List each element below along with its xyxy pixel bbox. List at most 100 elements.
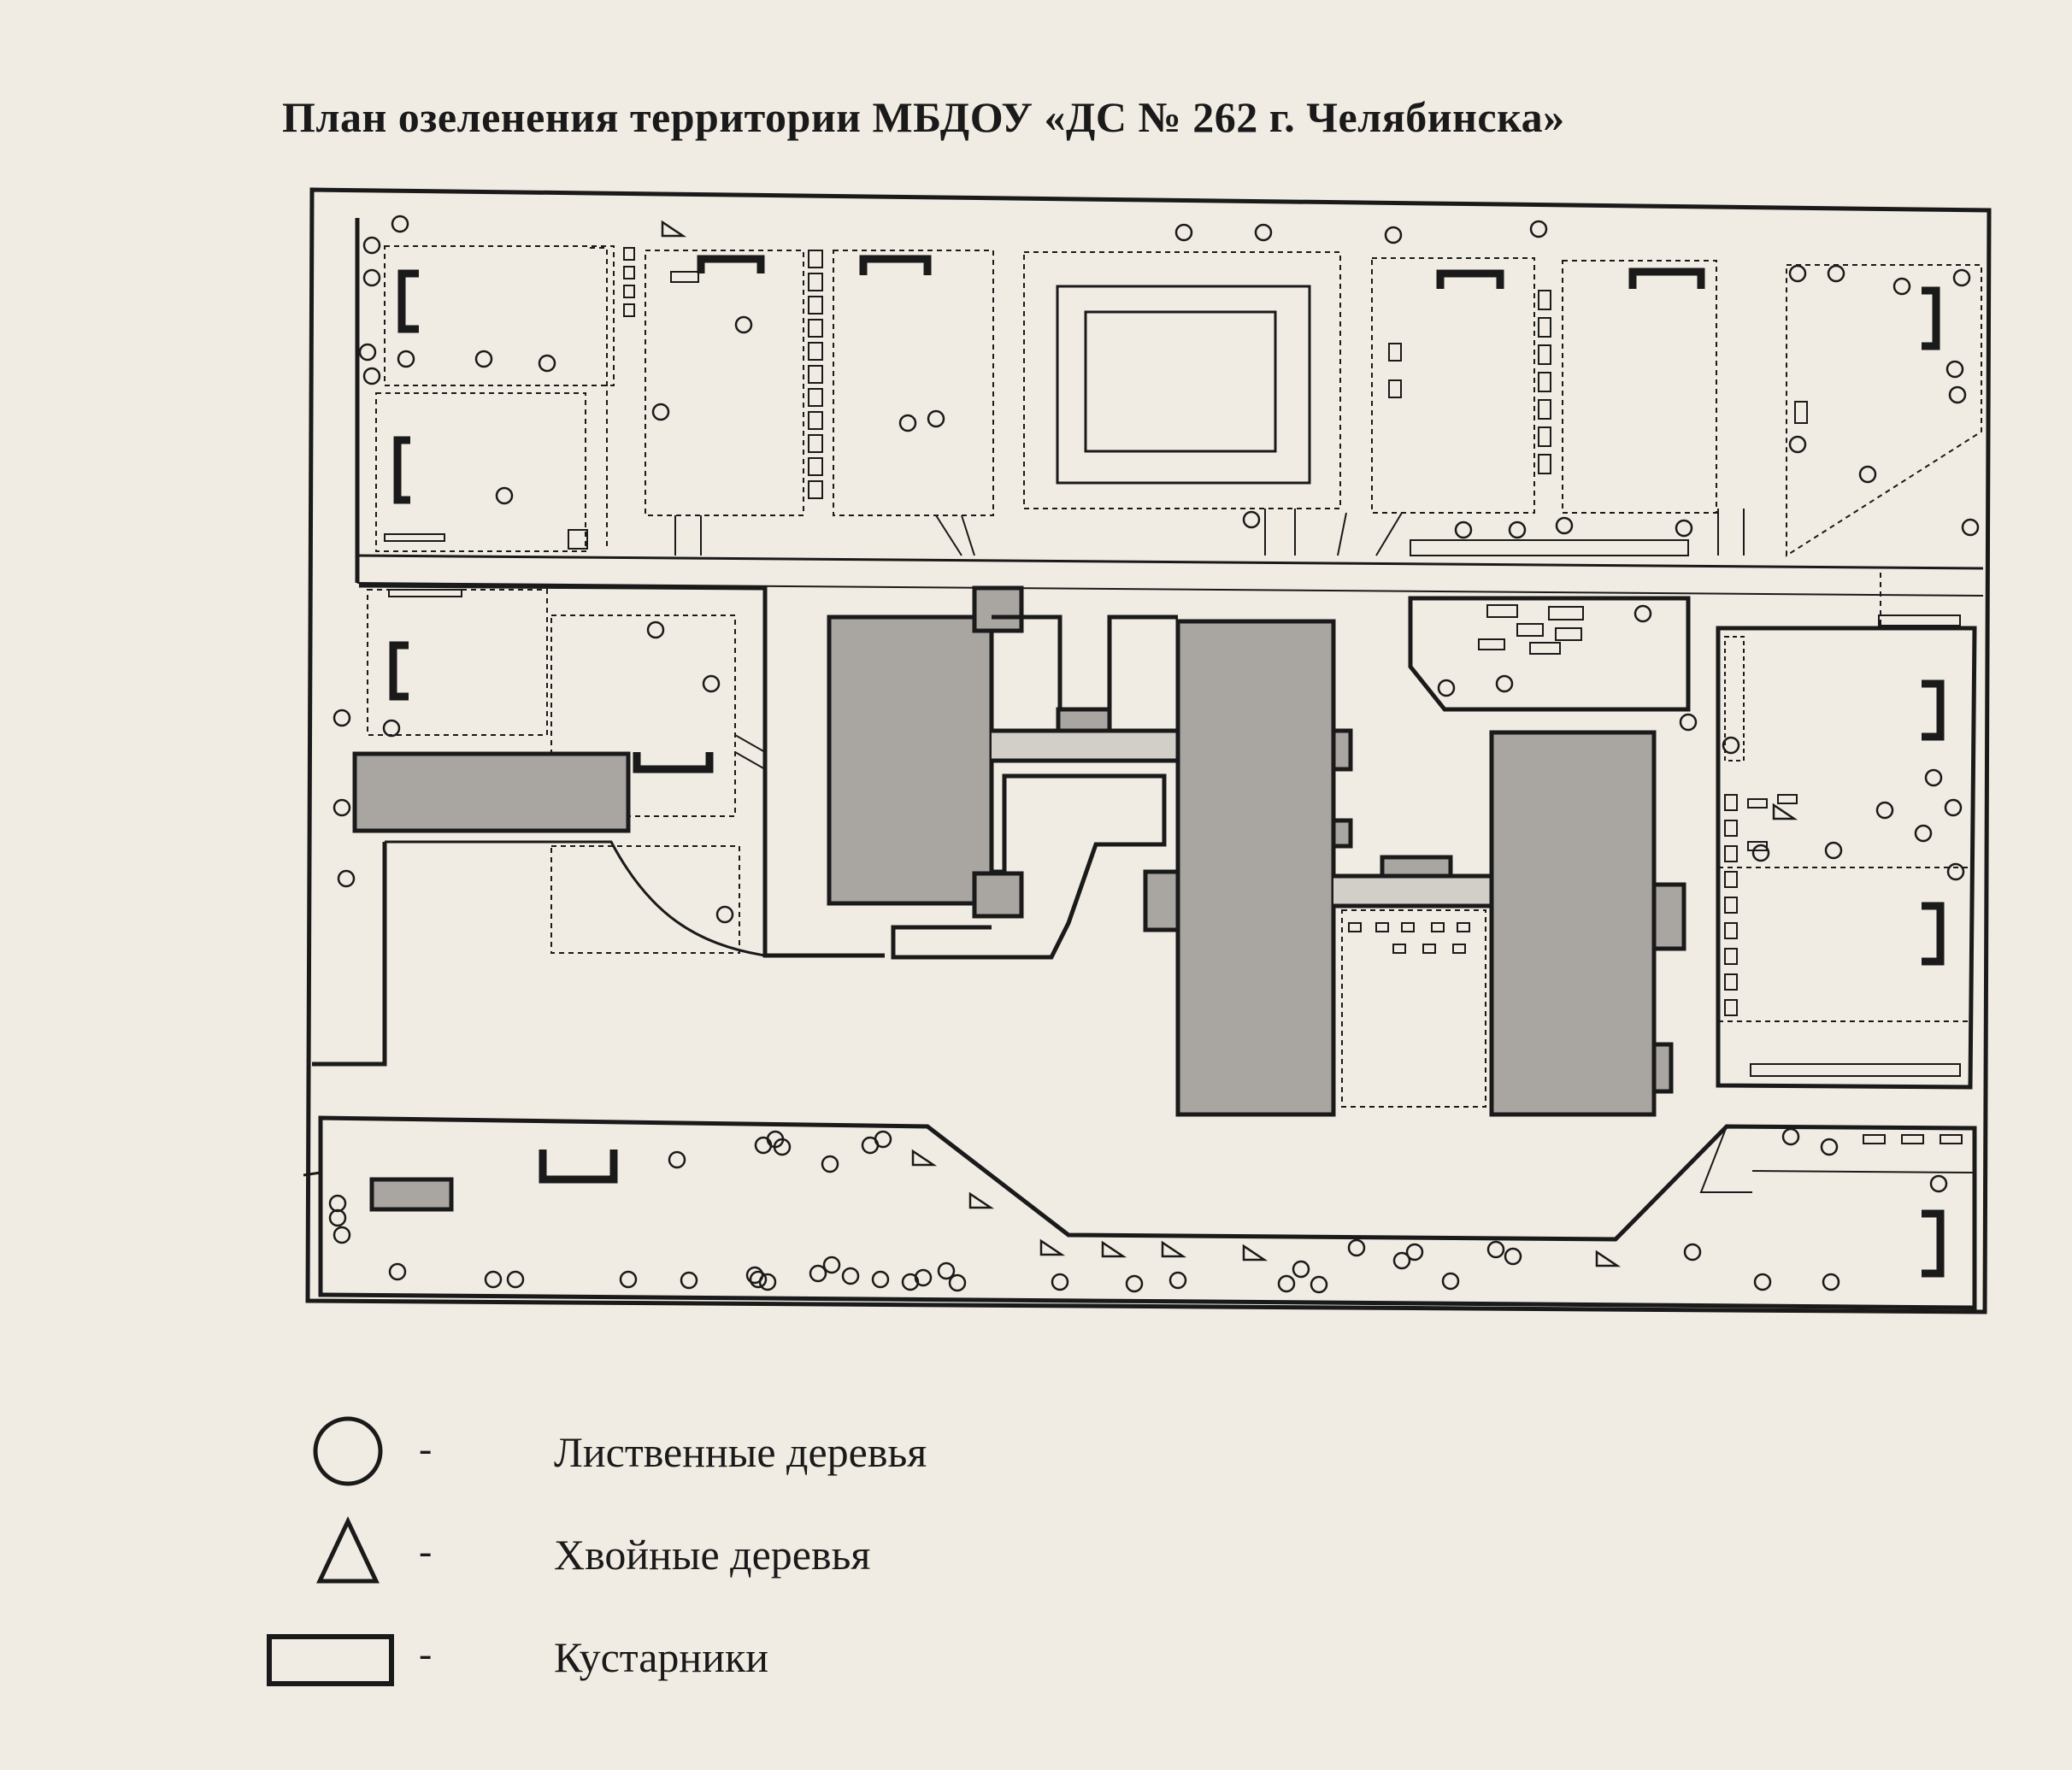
coniferous-tree — [911, 1149, 938, 1167]
upper-group-areas — [375, 245, 1982, 557]
deciduous-tree — [1384, 226, 1403, 244]
right-upper-area — [1408, 596, 1691, 712]
rectangle-icon — [267, 1634, 394, 1686]
deciduous-tree — [749, 1270, 768, 1289]
upper-paths — [674, 509, 1745, 556]
legend-dash: - — [419, 1426, 433, 1470]
coniferous-tree — [1595, 1250, 1622, 1267]
deciduous-tree — [1914, 824, 1933, 843]
legend-label-deciduous: Лиственные деревья — [554, 1428, 927, 1476]
deciduous-tree — [841, 1267, 860, 1285]
building-veranda-left — [352, 751, 631, 833]
upper-road — [355, 218, 1984, 597]
deciduous-tree — [1948, 385, 1967, 404]
legend-label-shrubs: Кустарники — [554, 1633, 769, 1681]
deciduous-tree — [1788, 264, 1807, 283]
deciduous-tree — [1529, 220, 1548, 238]
play-shelters — [389, 255, 1945, 1278]
deciduous-tree — [914, 1268, 933, 1287]
deciduous-tree — [337, 869, 356, 888]
deciduous-tree — [668, 1150, 686, 1169]
deciduous-tree — [506, 1270, 525, 1289]
page-title: План озеленения территории МБДОУ «ДС № 2… — [282, 93, 1565, 141]
deciduous-tree — [702, 674, 721, 693]
deciduous-tree — [1437, 679, 1456, 697]
deciduous-tree — [927, 409, 945, 428]
deciduous-tree — [1858, 465, 1877, 484]
left-middle-zone — [312, 583, 885, 1067]
deciduous-tree — [495, 486, 514, 505]
deciduous-tree — [1751, 844, 1770, 862]
deciduous-tree — [1952, 268, 1971, 287]
deciduous-tree — [651, 403, 670, 421]
deciduous-tree — [538, 354, 556, 373]
legend-row-shrubs: - Кустарники — [256, 1615, 1111, 1701]
deciduous-tree — [758, 1273, 777, 1291]
deciduous-tree — [619, 1270, 638, 1289]
coniferous-tree — [1161, 1240, 1187, 1258]
deciduous-tree — [1924, 768, 1943, 787]
deciduous-tree — [333, 798, 351, 817]
deciduous-tree — [358, 343, 377, 362]
shrub-hedges — [384, 247, 1963, 1144]
deciduous-tree — [809, 1264, 827, 1283]
deciduous-tree — [1310, 1275, 1328, 1294]
deciduous-tree — [1486, 1240, 1505, 1259]
deciduous-tree — [822, 1255, 841, 1274]
deciduous-tree — [1277, 1274, 1296, 1293]
deciduous-tree — [1292, 1260, 1310, 1279]
site-boundary — [305, 187, 1992, 1314]
deciduous-tree — [1675, 519, 1693, 538]
deciduous-tree — [328, 1194, 347, 1213]
deciduous-tree — [1504, 1247, 1522, 1266]
deciduous-tree — [1168, 1271, 1187, 1290]
deciduous-tree — [1405, 1243, 1424, 1261]
building-block-2 — [1175, 619, 1336, 1117]
circle-icon — [313, 1416, 383, 1486]
deciduous-tree — [397, 350, 415, 368]
buildings — [352, 585, 1686, 1212]
legend-label-coniferous: Хвойные деревья — [554, 1531, 871, 1579]
right-zone — [1716, 573, 1977, 1090]
deciduous-tree — [388, 1262, 407, 1281]
deciduous-tree — [1555, 516, 1574, 535]
deciduous-tree — [484, 1270, 503, 1289]
coniferous-tree — [1242, 1244, 1269, 1261]
coniferous-tree — [968, 1191, 995, 1209]
deciduous-tree — [382, 719, 401, 738]
deciduous-tree — [1441, 1272, 1460, 1291]
deciduous-tree — [715, 905, 734, 924]
legend-dash: - — [419, 1529, 433, 1573]
deciduous-tree — [1961, 518, 1980, 537]
deciduous-tree — [333, 1226, 351, 1244]
deciduous-tree — [1781, 1127, 1800, 1146]
deciduous-tree — [328, 1208, 347, 1227]
deciduous-tree — [1508, 520, 1527, 539]
deciduous-tree — [1824, 841, 1843, 860]
coniferous-tree — [1772, 803, 1798, 820]
building-block-3 — [1489, 730, 1657, 1117]
deciduous-tree — [1827, 264, 1845, 283]
deciduous-tree — [1820, 1138, 1839, 1156]
deciduous-tree — [1875, 801, 1894, 820]
deciduous-tree — [871, 1270, 890, 1289]
deciduous-tree — [1945, 360, 1964, 379]
deciduous-tree — [1788, 435, 1807, 454]
middle-garden — [1341, 909, 1486, 1108]
deciduous-tree — [1946, 862, 1965, 881]
deciduous-tree — [680, 1271, 698, 1290]
deciduous-tree — [1722, 736, 1740, 755]
deciduous-tree — [1822, 1273, 1840, 1291]
deciduous-tree — [1892, 277, 1911, 296]
deciduous-tree — [754, 1136, 773, 1155]
legend-dash: - — [419, 1632, 433, 1675]
deciduous-tree — [474, 350, 493, 368]
triangle-icon — [316, 1516, 380, 1584]
deciduous-tree — [391, 215, 409, 233]
deciduous-tree — [1242, 510, 1261, 529]
deciduous-tree — [1679, 713, 1698, 732]
sports-ground — [1056, 285, 1311, 485]
deciduous-tree — [1392, 1251, 1411, 1270]
deciduous-tree — [362, 268, 381, 287]
